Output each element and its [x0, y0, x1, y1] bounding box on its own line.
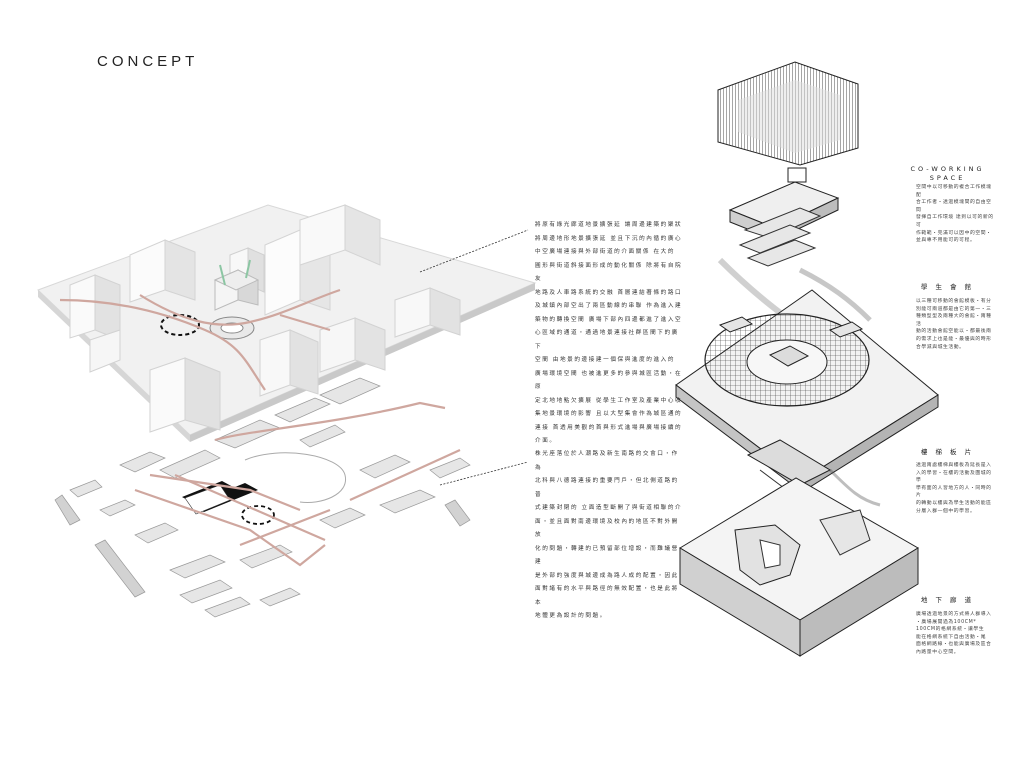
section-text-coworking: 空間中以可移動的複合工作模塊配 合工作者・透過模塊間的自由空間 發揮自工作環境 …	[916, 185, 994, 244]
section-heading-student-hall: 學 生 會 館	[920, 283, 975, 291]
isometric-site-model	[37, 204, 537, 442]
page-title: CONCEPT	[97, 53, 199, 70]
section-text-underground: 廣場透過地景的方式將人群導入 ・廣場展開過為100CM* 100CM的格網系統・…	[916, 612, 992, 655]
plan-routes	[134, 401, 461, 567]
site-plan	[54, 377, 471, 618]
leader-line-bottom	[439, 461, 529, 486]
section-text-student-hall: 以三種可移動的會館模板・有分 別能可兩道都是由它的第一・三 種類型型及兩種大的會…	[916, 299, 992, 350]
exploded-axonometric	[675, 61, 939, 657]
concept-paragraph-top: 將原有綠光廊道地景擴張延 讓周邊建築的聚狀 將周邊地形地景擴張延 並且下沉的內循…	[535, 222, 683, 444]
section-text-stair-slab: 透過兩處樓梯與樓板為延長是入 入的學習・在樓的活動及圍城的學 學有面的人習地方的…	[916, 463, 992, 514]
section-heading-stair-slab: 樓 梯 板 片	[920, 448, 975, 456]
section-heading-underground: 地 下 廊 道	[920, 596, 975, 604]
plan-circle	[244, 452, 346, 504]
section-heading-coworking: CO-WORKING SPACE	[910, 165, 985, 182]
leader-line-top	[419, 229, 529, 273]
concept-paragraph-bottom: 株光座落位於人潮路及新生南路的交會口・作為 北科與八德路連接的重要門戶・但北側道…	[535, 451, 683, 619]
